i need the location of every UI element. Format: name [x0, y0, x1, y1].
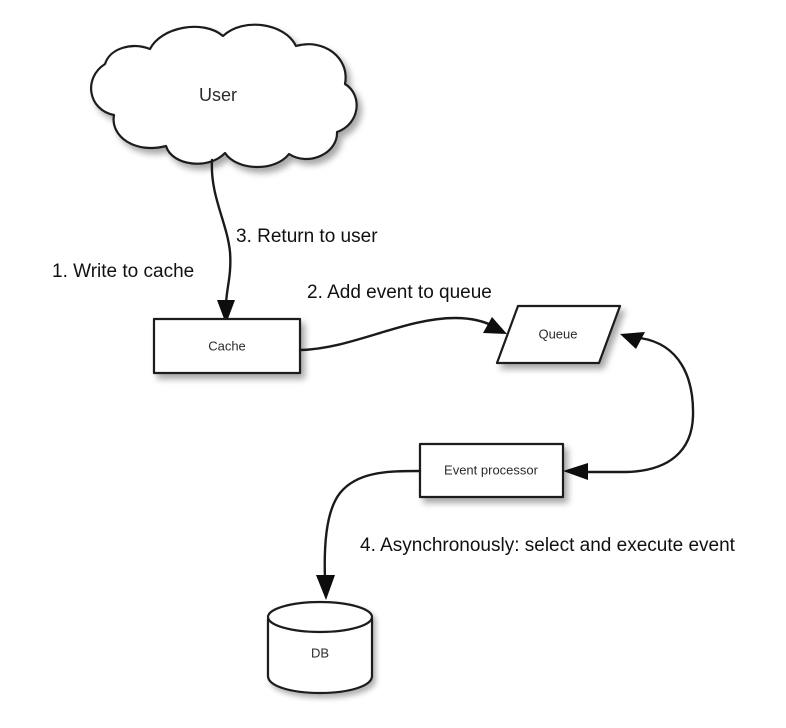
step-label-3: 3. Return to user	[236, 226, 378, 247]
node-queue[interactable]: Queue	[495, 304, 622, 365]
node-queue-label: Queue	[538, 326, 577, 341]
arrowhead-event-processor-right	[563, 463, 588, 480]
node-event-processor[interactable]: Event processor	[418, 442, 565, 499]
node-event-processor-label: Event processor	[444, 462, 539, 477]
node-cache[interactable]: Cache	[152, 317, 302, 375]
node-db[interactable]: DB	[266, 600, 374, 695]
step-label-4: 4. Asynchronously: select and execute ev…	[360, 535, 736, 556]
edge-user-to-cache[interactable]	[210, 158, 235, 324]
edge-cache-to-queue[interactable]	[298, 316, 507, 352]
node-db-label: DB	[311, 645, 329, 660]
arrowhead-queue-left	[483, 317, 507, 334]
edge-queue-event-processor[interactable]	[563, 332, 695, 480]
step-label-1: 1. Write to cache	[52, 261, 194, 282]
node-user[interactable]: User	[90, 23, 358, 169]
arrowhead-db-top	[316, 575, 335, 600]
node-cache-label: Cache	[208, 338, 246, 353]
edge-event-processor-to-db[interactable]	[316, 469, 422, 600]
arrowhead-queue-right	[620, 332, 645, 349]
arrowhead-cache-top	[217, 300, 235, 324]
node-user-label: User	[199, 85, 237, 105]
step-label-2: 2. Add event to queue	[307, 282, 492, 303]
